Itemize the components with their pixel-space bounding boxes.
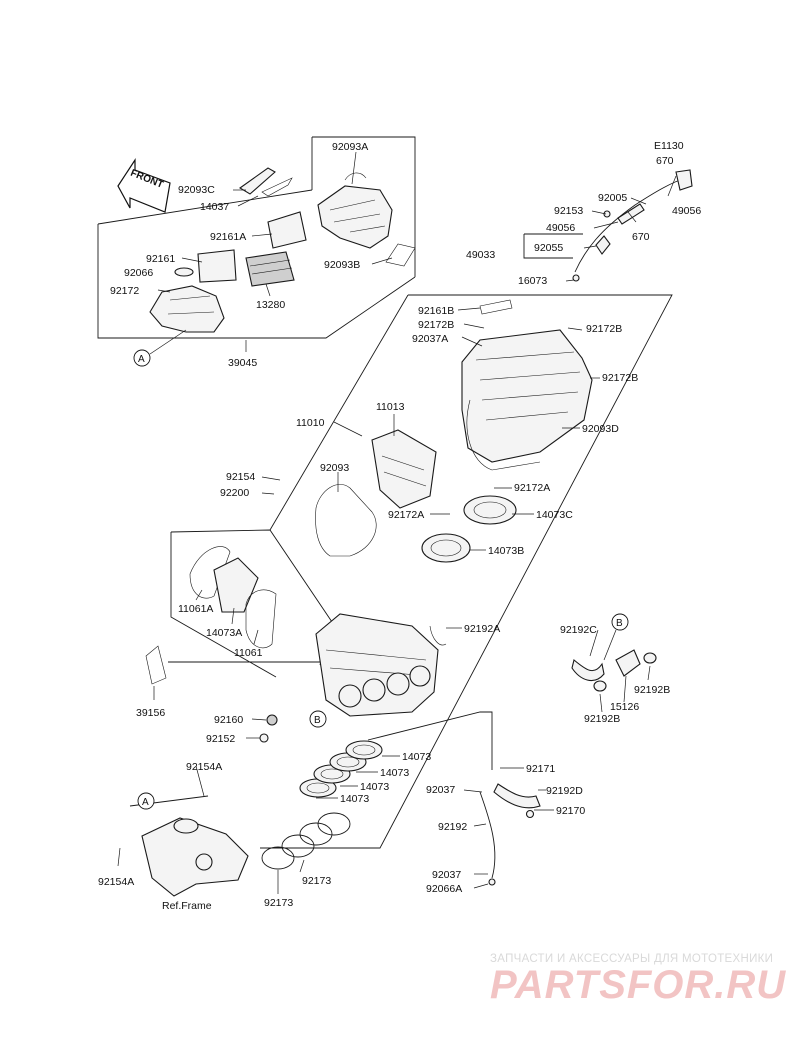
duct-ring-stack: [299, 740, 383, 798]
clamp-stack: [261, 812, 351, 870]
label-92192A: 92192A: [464, 623, 500, 635]
callout-a-top: A: [133, 329, 187, 367]
label-92093B: 92093B: [324, 259, 360, 271]
label-13280: 13280: [256, 299, 285, 311]
label-92093: 92093: [320, 462, 349, 474]
label-92093D: 92093D: [582, 423, 619, 435]
label-92152: 92152: [206, 733, 235, 745]
label-92037-2: 92037: [432, 869, 461, 881]
air-cleaner-group: [97, 136, 416, 339]
label-14073-1: 14073: [402, 751, 431, 763]
label-14073-2: 14073: [380, 767, 409, 779]
label-92172A-1: 92172A: [514, 482, 550, 494]
label-ref-frame: Ref.Frame: [162, 900, 212, 912]
breather-hose-group: [523, 169, 693, 282]
label-92172: 92172: [110, 285, 139, 297]
label-14037: 14037: [200, 201, 229, 213]
label-92172B-1: 92172B: [418, 319, 454, 331]
label-39156: 39156: [136, 707, 165, 719]
leader-lines: [117, 151, 677, 894]
airbox-group: [145, 294, 673, 849]
front-arrow: FRONT: [117, 157, 171, 213]
label-92172B-2: 92172B: [586, 323, 622, 335]
label-92192B-2: 92192B: [584, 713, 620, 725]
label-14073-3: 14073: [360, 781, 389, 793]
callout-a-top-label: A: [138, 354, 145, 365]
callout-b-mid: B: [309, 710, 327, 728]
label-39045: 39045: [228, 357, 257, 369]
label-92192D: 92192D: [546, 785, 583, 797]
label-11013: 11013: [376, 401, 405, 413]
label-92173-2: 92173: [264, 897, 293, 909]
label-92161: 92161: [146, 253, 175, 265]
label-11061: 11061: [234, 647, 263, 659]
label-92171: 92171: [526, 763, 555, 775]
label-14073-4: 14073: [340, 793, 369, 805]
label-11061A: 11061A: [178, 603, 213, 615]
callout-b-mid-label: B: [314, 715, 321, 726]
label-92192B-1: 92192B: [634, 684, 670, 696]
label-92037-1: 92037: [426, 784, 455, 796]
label-92154A-2: 92154A: [98, 876, 134, 888]
frame-reference: [129, 795, 249, 897]
label-49056-left: 49056: [546, 222, 575, 234]
label-92153: 92153: [554, 205, 583, 217]
label-16073: 16073: [518, 275, 547, 287]
label-92154A-1: 92154A: [186, 761, 222, 773]
label-11010: 11010: [296, 417, 325, 429]
callout-a-bottom-label: A: [142, 797, 149, 808]
label-92172A-2: 92172A: [388, 509, 424, 521]
label-92066A: 92066A: [426, 883, 462, 895]
label-92192C: 92192C: [560, 624, 597, 636]
label-92173-1: 92173: [302, 875, 331, 887]
label-14073C: 14073C: [536, 509, 573, 521]
label-49056-right: 49056: [672, 205, 701, 217]
label-49033: 49033: [466, 249, 495, 261]
label-92005: 92005: [598, 192, 627, 204]
label-92154: 92154: [226, 471, 255, 483]
callout-a-bottom: A: [137, 792, 155, 810]
watermark-brand: PARTSFOR.RU: [490, 963, 786, 1007]
label-92160: 92160: [214, 714, 243, 726]
label-14073B: 14073B: [488, 545, 524, 557]
label-92037A: 92037A: [412, 333, 448, 345]
vacuum-hose-group: [367, 625, 657, 886]
watermark: ЗАПЧАСТИ И АКСЕССУАРЫ ДЛЯ МОТОТЕХНИКИ PA…: [490, 953, 786, 1007]
label-92093A: 92093A: [332, 141, 368, 153]
label-92055: 92055: [534, 242, 563, 254]
callout-b-right-label: B: [616, 618, 623, 629]
label-92192: 92192: [438, 821, 467, 833]
label-92066: 92066: [124, 267, 153, 279]
label-670-bottom: 670: [632, 231, 650, 243]
label-15126: 15126: [610, 701, 639, 713]
part-labels: 92093A 92093C 14037 92161A 92093B 92161 …: [98, 140, 701, 912]
label-14073A: 14073A: [206, 627, 242, 639]
callout-b-right: B: [603, 613, 629, 661]
label-92200: 92200: [220, 487, 249, 499]
label-670-top: 670: [656, 155, 674, 167]
label-92161B: 92161B: [418, 305, 454, 317]
label-E1130: E1130: [654, 140, 684, 152]
watermark-subtitle: ЗАПЧАСТИ И АКСЕССУАРЫ ДЛЯ МОТОТЕХНИКИ: [490, 953, 773, 965]
label-92170: 92170: [556, 805, 585, 817]
label-92172B-3: 92172B: [602, 372, 638, 384]
label-92093C: 92093C: [178, 184, 215, 196]
label-92161A: 92161A: [210, 231, 246, 243]
